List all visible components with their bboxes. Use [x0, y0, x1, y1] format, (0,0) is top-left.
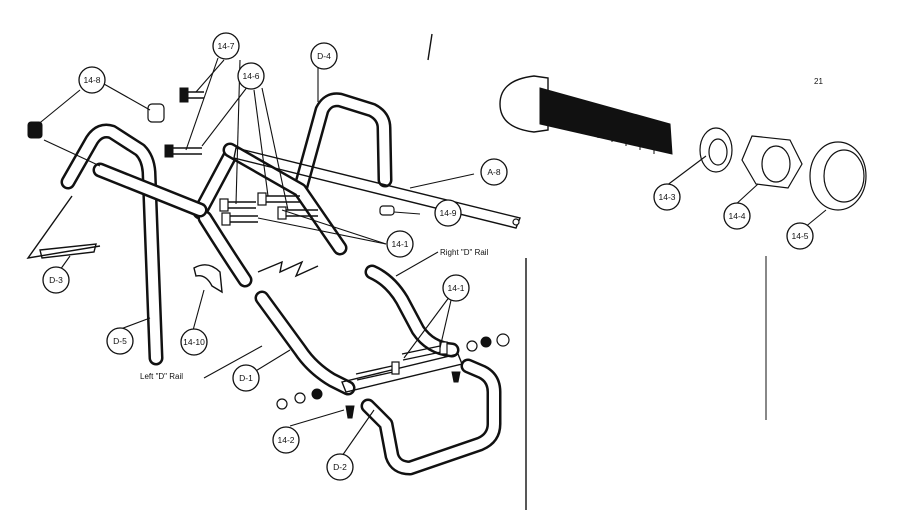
- callout-14-9: 14-9: [434, 199, 462, 227]
- svg-text:D-2: D-2: [333, 462, 347, 472]
- cap-14-5: [809, 141, 867, 211]
- callout-14-7: 14-7: [212, 32, 240, 60]
- cross-plate: [341, 353, 463, 393]
- callout-14-1-lower: 14-1: [442, 274, 470, 302]
- frame-d4-tube: [292, 92, 393, 198]
- svg-text:D-4: D-4: [317, 51, 331, 61]
- callout-14-10: 14-10: [180, 328, 208, 356]
- bracket-14-10: [193, 264, 223, 294]
- frame-d5-tube: [60, 123, 164, 366]
- callout-14-2: 14-2: [272, 426, 300, 454]
- svg-text:14-8: 14-8: [83, 75, 100, 85]
- svg-text:14-2: 14-2: [277, 435, 294, 445]
- callout-D-3: D-3: [42, 266, 70, 294]
- page-mark: 21: [814, 77, 823, 86]
- threaded-stud-assembly: [499, 75, 673, 155]
- nuts-and-washers: [276, 205, 510, 419]
- spacers-14-8: [27, 103, 165, 139]
- left-d-rail-label: Left "D" Rail: [140, 372, 183, 381]
- callout-14-3: 14-3: [653, 183, 681, 211]
- left-d-rail-tube: [254, 290, 356, 396]
- svg-text:D-1: D-1: [239, 373, 253, 383]
- d3-blade-plate: [26, 195, 101, 259]
- callout-14-5: 14-5: [786, 222, 814, 250]
- callout-14-1-upper: 14-1: [386, 230, 414, 258]
- callout-14-4: 14-4: [723, 202, 751, 230]
- callout-D-5: D-5: [106, 327, 134, 355]
- washer-14-3: [699, 127, 733, 173]
- callout-14-6: 14-6: [237, 62, 265, 90]
- callout-14-8: 14-8: [78, 66, 106, 94]
- svg-text:D-5: D-5: [113, 336, 127, 346]
- stray-mark: [427, 33, 433, 61]
- svg-text:14-1: 14-1: [391, 239, 408, 249]
- svg-text:14-10: 14-10: [183, 337, 205, 347]
- leader-lines: [35, 57, 827, 457]
- left-arm-tube: [192, 144, 253, 288]
- svg-text:14-6: 14-6: [242, 71, 259, 81]
- svg-text:D-3: D-3: [49, 275, 63, 285]
- svg-text:14-1: 14-1: [447, 283, 464, 293]
- a8-flat-bar: [233, 147, 521, 229]
- svg-text:14-7: 14-7: [217, 41, 234, 51]
- break-zigzag: [257, 260, 319, 278]
- svg-text:14-4: 14-4: [728, 211, 745, 221]
- svg-text:14-3: 14-3: [658, 192, 675, 202]
- hex-nut-14-4: [741, 135, 803, 189]
- d2-handle-tube: [360, 358, 502, 476]
- callout-A-8: A-8: [480, 158, 508, 186]
- right-d-rail-tube: [364, 264, 460, 358]
- callout-D-1: D-1: [232, 364, 260, 392]
- svg-text:A-8: A-8: [487, 167, 501, 177]
- right-d-rail-label: Right "D" Rail: [440, 248, 489, 257]
- svg-text:14-9: 14-9: [439, 208, 456, 218]
- callout-D-4: D-4: [310, 42, 338, 70]
- svg-text:14-5: 14-5: [791, 231, 808, 241]
- callout-D-2: D-2: [326, 453, 354, 481]
